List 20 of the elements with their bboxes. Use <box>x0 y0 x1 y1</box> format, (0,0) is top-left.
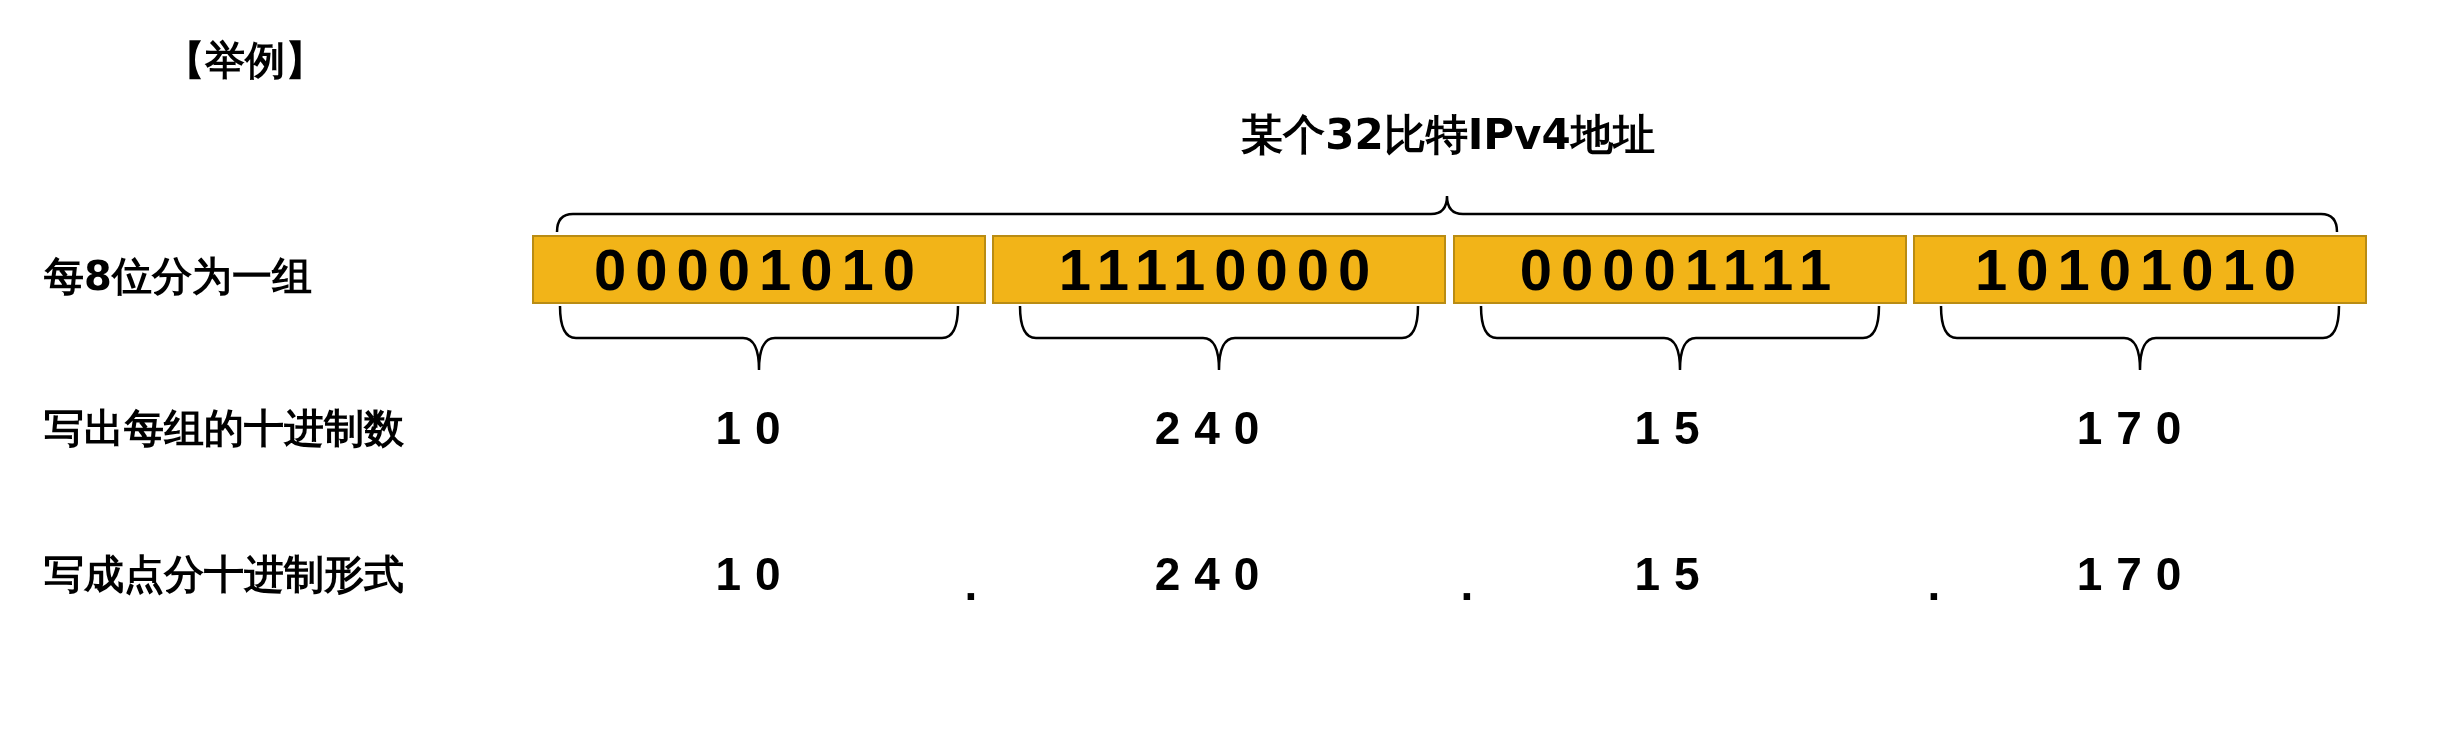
brace-caption: 某个32比特IPv4地址 <box>1241 109 1655 161</box>
row-label: 每8位分为一组 <box>44 251 312 301</box>
title: 【举例】 <box>165 35 325 85</box>
decimal-value: 240 <box>1154 401 1274 455</box>
decimal-value: 15 <box>1634 401 1714 455</box>
row-label: 写成点分十进制形式 <box>44 549 404 599</box>
dot-separator: . <box>1927 557 1955 611</box>
row-label: 写出每组的十进制数 <box>44 403 404 453</box>
binary-octet-box: 10101010 <box>1913 235 2367 304</box>
binary-octet-box: 00001111 <box>1453 235 1907 304</box>
binary-octet-box: 00001010 <box>532 235 986 304</box>
dot-separator: . <box>1460 557 1488 611</box>
decimal-value: 10 <box>715 401 795 455</box>
decimal-value: 10 <box>715 547 795 601</box>
decimal-value: 15 <box>1634 547 1714 601</box>
decimal-value: 240 <box>1154 547 1274 601</box>
decimal-value: 170 <box>2076 401 2196 455</box>
dot-separator: . <box>964 557 992 611</box>
decimal-value: 170 <box>2076 547 2196 601</box>
binary-octet-box: 11110000 <box>992 235 1446 304</box>
